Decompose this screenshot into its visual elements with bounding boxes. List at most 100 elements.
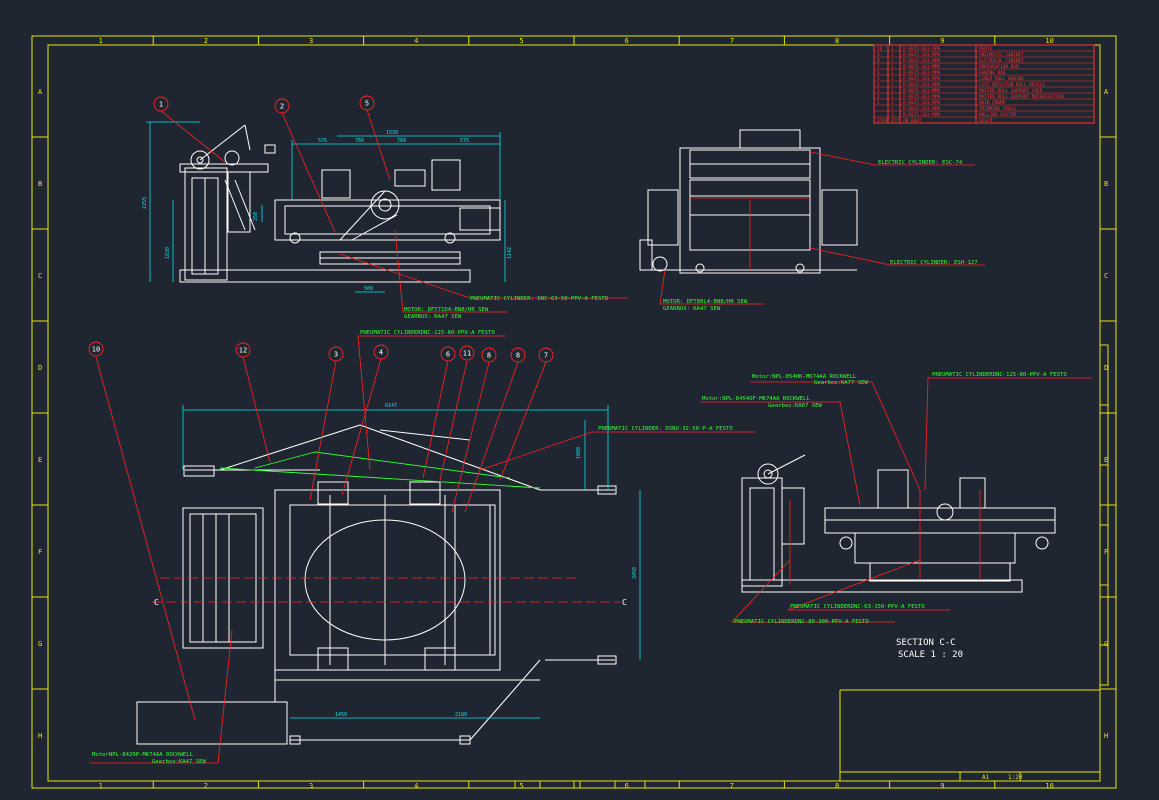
side-view-top-left xyxy=(179,124,501,283)
balloon-number: 8 xyxy=(516,352,520,360)
bom-cell: R-8025-101-MPN xyxy=(903,58,940,64)
note-pneu-sec-b1: PNEUMATIC CYLINDERDNC-63-150-PPV-A FESTO xyxy=(790,604,925,610)
grid-col-bottom: 9 xyxy=(940,782,944,790)
bom-cell: R-8025-101-MPN xyxy=(903,76,940,82)
bom-cell: 4 xyxy=(877,82,880,88)
bom-cell: ELETRICAL CABINET xyxy=(979,58,1024,64)
note-pneu-sec-b2: PNEUMATIC CYLINDERDNC-80-300-PPV-A FESTO xyxy=(734,619,869,625)
leader-12 xyxy=(242,356,271,463)
cabinet-small-top xyxy=(264,144,276,154)
front-wheel-1 xyxy=(695,263,705,273)
grid-col-top: 10 xyxy=(1045,37,1053,45)
dim-text-seg3: 760 xyxy=(397,138,406,144)
balloon-number: 7 xyxy=(544,352,548,360)
leader-motor-side xyxy=(394,229,508,313)
balloon-circle xyxy=(88,341,104,357)
bom-cell: QTY xyxy=(891,118,899,124)
main-body-inner xyxy=(284,205,491,235)
bom-cell: R-8025-101-MPN xyxy=(903,52,940,58)
detail-hatch-2 xyxy=(234,179,256,231)
balloon-number: 6 xyxy=(446,351,450,359)
leader-6 xyxy=(422,360,449,479)
plan-bottom-arm-2 xyxy=(469,659,541,741)
plan-gear-bot-1 xyxy=(317,647,349,671)
grid-col-bottom: 7 xyxy=(730,782,734,790)
grid-row-left: G xyxy=(38,640,42,648)
grid-ticks xyxy=(32,36,1116,788)
callout-balloon: 3 xyxy=(328,346,344,362)
plan-gear-top-2 xyxy=(409,481,441,505)
grid-col-bottom: 6 xyxy=(625,782,629,790)
plan-gear-top-1 xyxy=(317,481,349,505)
bom-cell: 1 xyxy=(891,106,894,112)
grid-col-top: 4 xyxy=(414,37,418,45)
note-elec-cyl-2: ELECTRIC CYLINDER: ESH-127 xyxy=(890,260,978,266)
note-gear-sec-1: Gearbox:KA77 SEW xyxy=(814,380,869,386)
plan-diag-arm-1 xyxy=(219,424,361,471)
plan-green-lines xyxy=(219,451,541,489)
section-roll xyxy=(757,463,779,485)
grid-col-top: 2 xyxy=(204,37,208,45)
plan-diag-arm-2 xyxy=(359,424,541,491)
left-frame-post xyxy=(184,167,228,281)
balloon-circle xyxy=(481,347,497,363)
plan-diag-arm-3 xyxy=(379,429,471,441)
leader-pneu-sec-b2 xyxy=(731,559,895,623)
grid-col-bottom: 2 xyxy=(204,782,208,790)
grid-row-right: B xyxy=(1104,180,1108,188)
leader-motor-sec-2 xyxy=(700,401,861,506)
balloon-number: 12 xyxy=(239,347,247,355)
section-view xyxy=(741,454,1056,593)
leader-5 xyxy=(366,109,391,181)
note-motor-sec-2: Motor:NPL-8454OF-MK74AA ROCKWELL xyxy=(702,396,810,402)
callout-balloon: 8 xyxy=(510,347,526,363)
balloon-number: 11 xyxy=(463,350,471,358)
right-extension xyxy=(459,207,501,231)
bom-cell: R-8025-101-MPN xyxy=(903,100,940,106)
plan-green-2 xyxy=(314,451,511,479)
dim-text-seg1: 575 xyxy=(318,138,327,144)
grid-col-top: 9 xyxy=(940,37,944,45)
bom-cell: 1 xyxy=(877,100,880,106)
grid-row-right: G xyxy=(1104,640,1108,648)
plan-dim-text-width: 6147 xyxy=(385,403,397,409)
section-gear-1 xyxy=(877,469,909,509)
bom-cell: ITEM xyxy=(877,118,888,124)
callout-balloon: 7 xyxy=(538,347,554,363)
pulley-core xyxy=(378,198,392,212)
dim-text-seg2: 760 xyxy=(355,138,364,144)
grid-row-right: E xyxy=(1104,456,1108,464)
section-wheel-1 xyxy=(839,536,853,550)
plan-motor-block xyxy=(136,701,288,745)
bom-cell: 1 xyxy=(891,94,894,100)
balloon-circle xyxy=(459,345,475,361)
grid-col-bottom: 10 xyxy=(1045,782,1053,790)
callout-balloon: 4 xyxy=(373,344,389,360)
grid-row-left: C xyxy=(38,272,42,280)
leader-4 xyxy=(341,358,382,496)
balloon-circle xyxy=(328,346,344,362)
note-motor-front: MOTOR: DFT80L4-BN8/HR SEW xyxy=(663,299,748,305)
bom-cell: 1 xyxy=(891,70,894,76)
leader-pneu-plan-mid xyxy=(479,431,755,471)
grid-col-bottom: 1 xyxy=(99,782,103,790)
note-pneu-plan-top: PNEUMATIC CYLINDERDNC-125-80-PPV-A FESTO xyxy=(360,330,495,336)
plan-green-3 xyxy=(254,451,316,469)
leader-pneu-side xyxy=(339,253,628,299)
bom-cell: 1 xyxy=(891,64,894,70)
plan-dim-text: 6147 1000 3450 1450 2180 xyxy=(335,403,638,718)
section-scale: SCALE 1 : 20 xyxy=(898,650,963,660)
section-mark-left: C xyxy=(154,598,159,607)
bom-cell: R-8025-101-MPN xyxy=(903,82,940,88)
note-motor-side: MOTOR: DFT71D4-BN8/HR SEW xyxy=(404,307,489,313)
base-frame xyxy=(179,269,471,283)
bom-cell: R-8025-101-MPN xyxy=(903,106,940,112)
plan-dim-text-right-v: 1000 xyxy=(576,447,582,459)
note-pneu-plan-mid: PNEUMATIC CYLINDER: DSNU-32-50-P-A FESTO xyxy=(598,426,733,432)
bom-cell: DESCR xyxy=(979,118,993,124)
grid-col-top: 6 xyxy=(625,37,629,45)
left-arm xyxy=(199,124,246,161)
leader-motor-sec-1 xyxy=(750,381,921,491)
note-pneu-sec-right: PNEUMATIC CYLINDERDNC-125-80-PPV-A FESTO xyxy=(932,372,1067,378)
